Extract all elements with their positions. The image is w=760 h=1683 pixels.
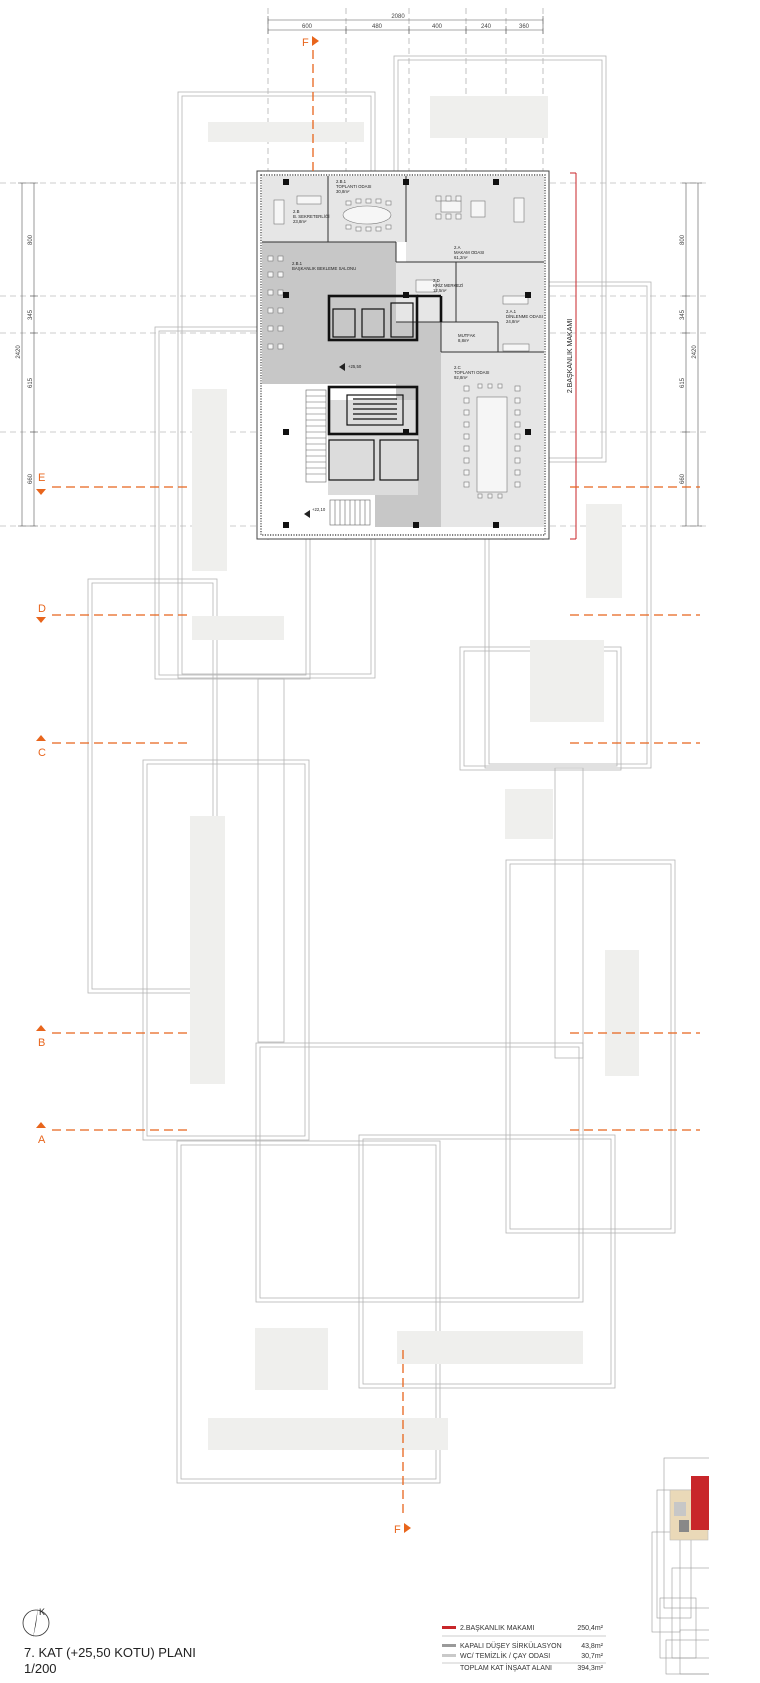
dim-side-left-4: 660 [28,473,34,484]
room-label-area: 12,5m² [433,288,447,293]
section-marker-c-left: C [36,735,46,759]
room-label-number: 2.D [433,278,440,283]
level-marker-core: +25,50 [339,363,362,371]
stair [305,389,371,526]
room-label-number: 2.B.1 [292,261,303,266]
core-walls [327,294,443,436]
dim-top-3: 400 [432,24,443,30]
dim-top-2: 480 [372,24,383,30]
dim-side-total-right: 2420 [692,345,698,359]
dim-side-left-3: 615 [28,377,34,388]
room-label-area: 92,8m² [454,375,468,380]
dim-side-total-left: 2420 [16,345,22,359]
room-label-name: B. SEKRETERLİĞİ [293,214,330,219]
furniture [267,195,530,499]
section-label: D [38,603,46,615]
room-label-number: 2.A [454,245,461,250]
zone-marker [570,172,577,540]
section-label: E [38,472,45,484]
zone-label: 2.BAŞKANLIK MAKAMI [567,319,574,393]
dim-side-right-2: 345 [680,309,686,320]
room-label-number: 2.B.1 [336,179,347,184]
section-marker-d-left: D [36,603,46,623]
room-label-area: 24,8m² [506,319,520,324]
room-labels: 2.B.1 TOPLANTI ODASI 30,8m² 2.B B. SEKRE… [292,179,543,380]
section-label: B [38,1037,45,1049]
legend-value: 250,4m² [577,1625,603,1632]
room-label-name: MUTFAK [458,333,476,338]
section-marker-f-bottom: F [394,1523,411,1536]
section-marker-a-left: A [36,1122,46,1146]
north-arrow-icon: K [22,1607,50,1638]
room-label-number: 2.B [293,209,300,214]
section-marker-e-left: E [36,472,46,495]
level-marker-stair: +22,10 [304,507,326,518]
room-label-name: BAŞKANLIK BEKLEME SALONU [292,266,356,271]
legend-value: 30,7m² [581,1653,603,1660]
dim-side-right-1: 800 [680,234,686,245]
room-label-area: 23,8m² [293,219,307,224]
room-label-name: MAKAM ODASI [454,250,484,255]
room-label-name: DİNLENME ODASI [506,314,543,319]
section-label: F [302,37,309,49]
room-label-area: 61,2m² [454,255,468,260]
room-label-name: TOPLANTI ODASI [336,184,372,189]
room-label-number: 2.C [454,365,461,370]
room-label-name: TOPLANTI ODASI [454,370,490,375]
section-marker-b-left: B [36,1025,46,1049]
roof-patches [190,96,639,1450]
plan-title: 7. KAT (+25,50 KOTU) PLANI [24,1645,196,1660]
legend-label: KAPALI DÜŞEY SİRKÜLASYON [460,1641,562,1650]
dim-side-left-1: 800 [28,234,34,245]
top-dimensions [267,16,544,34]
key-plan [651,1457,709,1675]
floor-plan-drawing: 2080 600 480 400 240 360 2420 800 345 61… [0,8,709,1676]
section-marker-f-top: F [302,36,319,49]
legend-swatch-red [442,1626,456,1629]
dim-side-right-4: 660 [680,473,686,484]
room-label-area: 8,8m² [458,338,470,343]
section-label: C [38,747,46,759]
legend-label: WC/ TEMİZLİK / ÇAY ODASI [460,1651,550,1660]
legend-swatch-dark-gray [442,1644,456,1647]
level-core-text: +25,50 [348,364,362,369]
legend-value: 394,3m² [577,1665,603,1672]
side-dimensions [18,182,702,527]
legend-label: 2.BAŞKANLIK MAKAMI [460,1625,534,1632]
dim-top-1: 600 [302,24,313,30]
area-legend: 2.BAŞKANLIK MAKAMI 250,4m² KAPALI DÜŞEY … [442,1625,606,1672]
dim-total-top: 2080 [391,14,405,20]
legend-value: 43,8m² [581,1643,603,1650]
room-label-name: KRİZ MERKEZİ [433,283,463,288]
north-label: K [39,1607,45,1617]
level-stair-text: +22,10 [312,507,326,512]
section-label: A [38,1134,46,1146]
dim-side-left-2: 345 [28,309,34,320]
structural-columns [283,179,531,528]
plan-scale: 1/200 [24,1661,57,1676]
legend-swatch-light-gray [442,1654,456,1657]
section-label: F [394,1524,401,1536]
section-lines [52,50,700,1515]
dim-top-5: 360 [519,24,530,30]
room-label-number: 2.A.1 [506,309,517,314]
legend-label: TOPLAM KAT İNŞAAT ALANI [460,1663,552,1672]
dim-top-4: 240 [481,24,492,30]
core-inner-walls [328,302,419,481]
room-label-area: 30,8m² [336,189,350,194]
dim-side-right-3: 615 [680,377,686,388]
